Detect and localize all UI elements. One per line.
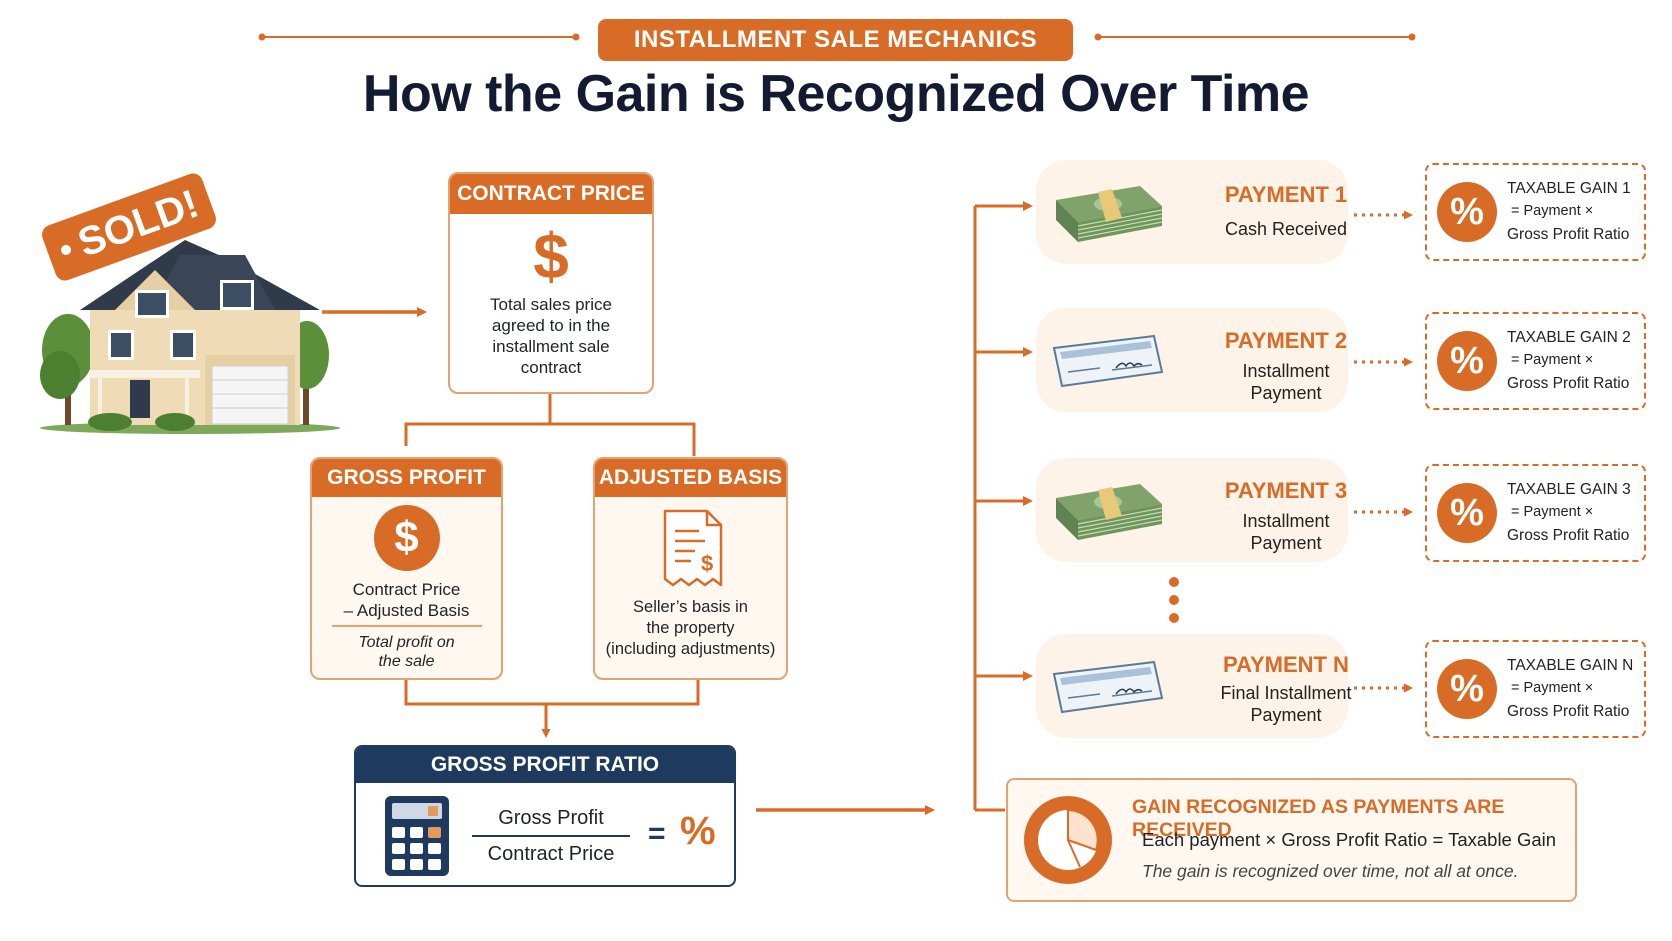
payment-n-card: PAYMENT N Final Installment Payment — [1036, 634, 1352, 738]
payment-1-title: PAYMENT 1 — [1224, 182, 1348, 207]
taxable-gain-n-formula: = Payment × — [1511, 680, 1594, 696]
page-title: How the Gain is Recognized Over Time — [362, 65, 1310, 123]
link-merge-to-ratio — [404, 680, 700, 735]
payment-2-card: PAYMENT 2 Installment Payment — [1036, 308, 1348, 412]
ratio-denominator: Contract Price — [487, 843, 615, 865]
taxable-gain-3-box: % TAXABLE GAIN 3 = Payment × Gross Profi… — [1425, 464, 1646, 562]
percent-icon: % — [1437, 182, 1497, 242]
gross-profit-ratio-box: GROSS PROFIT RATIO Gross Profit Contract… — [354, 745, 736, 887]
ratio-percent: % — [680, 809, 716, 853]
gain-recognized-box: GAIN RECOGNIZED AS PAYMENTS ARE RECEIVED… — [1006, 778, 1577, 902]
adjusted-basis-desc: (including adjustments) — [605, 640, 776, 658]
payment-3-desc: Payment — [1250, 533, 1322, 553]
gross-profit-note: the sale — [378, 652, 435, 670]
gross-profit-box: GROSS PROFIT $ Contract Price – Adjusted… — [310, 457, 503, 680]
dollar-icon: $ — [533, 220, 569, 292]
ratio-numerator: Gross Profit — [498, 807, 604, 829]
payment-2-desc: Payment — [1250, 383, 1322, 403]
contract-price-title: CONTRACT PRICE — [450, 174, 652, 214]
payment-n-desc: Final Installment — [1220, 683, 1352, 703]
ratio-equals: = — [648, 817, 666, 850]
taxable-gain-n-label: TAXABLE GAIN N — [1507, 657, 1634, 674]
payment-2-desc: Installment — [1242, 361, 1330, 381]
taxable-gain-1-formula: = Payment × — [1511, 203, 1594, 219]
adjusted-basis-desc: the property — [646, 619, 735, 637]
payment-3-title: PAYMENT 3 — [1224, 478, 1348, 503]
taxable-gain-n-formula: Gross Profit Ratio — [1507, 703, 1630, 720]
gross-profit-ratio-title: GROSS PROFIT RATIO — [356, 747, 734, 783]
header-rule-right — [1094, 33, 1416, 41]
tree-left-icon — [40, 314, 94, 425]
ratio-fraction-bar — [472, 835, 630, 837]
taxable-gain-1-label: TAXABLE GAIN 1 — [1507, 180, 1631, 197]
gain-recognized-note: The gain is recognized over time, not al… — [1142, 861, 1519, 881]
dollar-coin-icon: $ — [373, 505, 440, 571]
gain-recognized-equation: Each payment × Gross Profit Ratio = Taxa… — [1142, 829, 1557, 850]
payment-2-title: PAYMENT 2 — [1224, 328, 1348, 353]
cash-stack-icon — [1056, 484, 1163, 540]
adjusted-basis-title: ADJUSTED BASIS — [595, 459, 786, 497]
taxable-gain-2-box: % TAXABLE GAIN 2 = Payment × Gross Profi… — [1425, 312, 1646, 410]
payment-3-desc: Installment — [1242, 511, 1330, 531]
more-payments-dots — [1169, 577, 1179, 623]
adjusted-basis-box: ADJUSTED BASIS $ Seller’s basis in the p… — [593, 457, 788, 680]
svg-text:$: $ — [701, 551, 713, 576]
check-icon — [1052, 660, 1164, 714]
taxable-gain-2-label: TAXABLE GAIN 2 — [1507, 329, 1631, 346]
percent-icon: % — [1437, 483, 1497, 543]
gross-profit-title: GROSS PROFIT — [312, 459, 501, 497]
calculator-icon — [385, 796, 449, 876]
gross-profit-formula-line2: – Adjusted Basis — [343, 601, 470, 620]
contract-price-desc: contract — [520, 358, 582, 377]
link-contract-split — [404, 394, 696, 456]
taxable-gain-1-box: % TAXABLE GAIN 1 = Payment × Gross Profi… — [1425, 163, 1646, 261]
contract-price-desc: installment sale — [492, 337, 610, 356]
gross-profit-divider — [331, 625, 482, 627]
section-badge: INSTALLMENT SALE MECHANICS — [598, 19, 1073, 61]
document-dollar-icon: $ — [663, 509, 723, 587]
taxable-gain-2-formula: Gross Profit Ratio — [1507, 375, 1630, 392]
gross-profit-note: Total profit on — [358, 633, 455, 651]
adjusted-basis-desc: Seller’s basis in — [633, 598, 748, 616]
taxable-gain-1-formula: Gross Profit Ratio — [1507, 226, 1630, 243]
payment-1-desc: Cash Received — [1224, 219, 1348, 239]
contract-price-box: CONTRACT PRICE $ Total sales price agree… — [448, 172, 654, 394]
percent-icon: % — [1437, 331, 1497, 391]
contract-price-desc: Total sales price — [490, 295, 612, 314]
pie-chart-icon — [1024, 796, 1112, 884]
taxable-gain-3-formula: = Payment × — [1511, 504, 1594, 520]
house-illustration — [40, 240, 340, 434]
check-icon — [1052, 334, 1164, 388]
taxable-gain-2-formula: = Payment × — [1511, 352, 1594, 368]
gross-profit-formula-line1: Contract Price — [352, 580, 461, 599]
payment-3-card: PAYMENT 3 Installment Payment — [1036, 458, 1348, 562]
contract-price-desc: agreed to in the — [491, 316, 611, 335]
cash-stack-icon — [1056, 186, 1163, 242]
percent-icon: % — [1437, 659, 1497, 719]
payment-1-card: PAYMENT 1 Cash Received — [1036, 160, 1348, 264]
header-rule-left — [258, 33, 580, 41]
taxable-gain-3-formula: Gross Profit Ratio — [1507, 527, 1630, 544]
taxable-gain-n-box: % TAXABLE GAIN N = Payment × Gross Profi… — [1425, 640, 1646, 738]
payment-n-title: PAYMENT N — [1223, 652, 1349, 677]
taxable-gain-3-label: TAXABLE GAIN 3 — [1507, 481, 1631, 498]
gain-recognized-title: GAIN RECOGNIZED AS PAYMENTS ARE RECEIVED — [1132, 796, 1505, 841]
payment-n-desc: Payment — [1250, 705, 1322, 725]
